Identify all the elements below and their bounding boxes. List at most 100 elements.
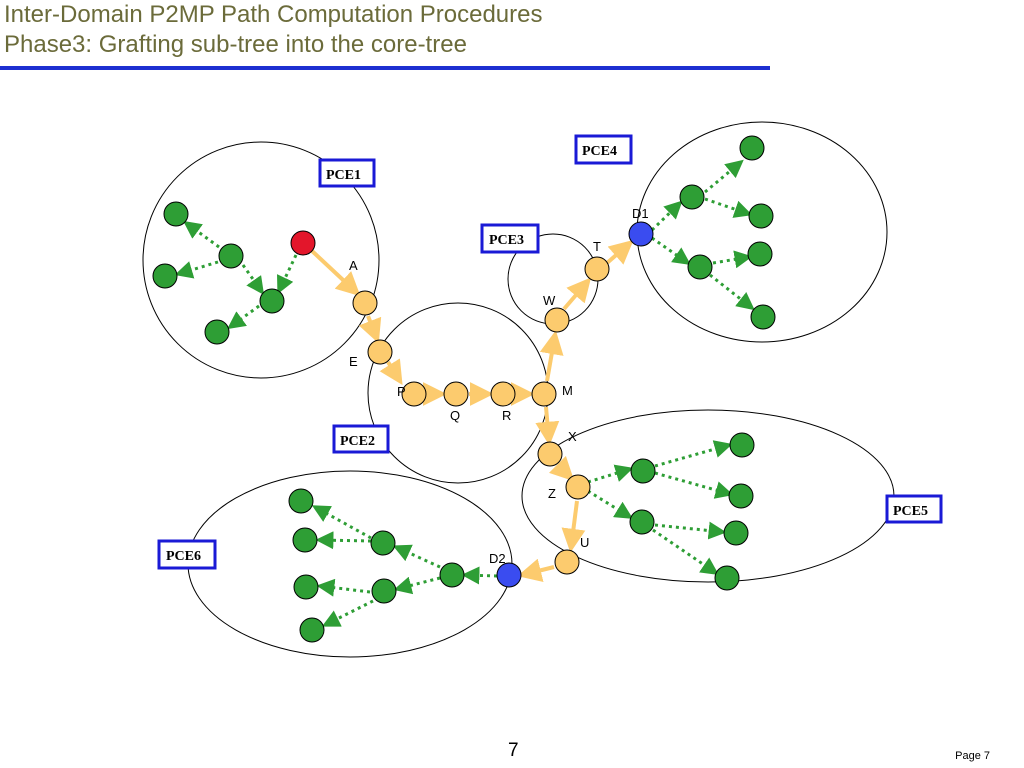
node-m [531, 381, 557, 407]
leaf-node [293, 574, 319, 600]
edge-pce1-5 [227, 304, 260, 330]
slide-title-line1: Inter-Domain P2MP Path Computation Proce… [4, 1, 543, 28]
node-e [367, 339, 393, 365]
pce5-label: PCE5 [893, 504, 928, 519]
node-w [544, 307, 570, 333]
edge-t-d1 [605, 239, 634, 265]
edge-pce4-5 [712, 250, 753, 269]
leaf-nodes [152, 135, 776, 643]
node-z [565, 474, 591, 500]
edge-pce4-1 [704, 159, 744, 194]
leaf-node [748, 203, 774, 229]
leaf-node [687, 254, 713, 280]
edge-pce1-3 [277, 254, 298, 295]
edge-pce6-1 [461, 566, 498, 585]
slide-title-line2: Phase3: Grafting sub-tree into the core-… [4, 31, 467, 58]
leaf-node [750, 304, 776, 330]
node-x [537, 441, 563, 467]
page-label: Page 7 [955, 750, 990, 762]
pce4-box: PCE4 [574, 134, 633, 165]
edge-pce5-2 [587, 489, 634, 519]
domain-pce6-boundary [187, 470, 513, 658]
pce1-box: PCE1 [318, 158, 376, 188]
node-d1 [628, 221, 654, 247]
edge-pce4-4 [650, 200, 683, 232]
label-z: Z [548, 486, 556, 501]
edge-pce1-1 [183, 220, 220, 249]
leaf-node [723, 520, 749, 546]
edge-pce5-3 [654, 440, 733, 468]
edge-pce6-4 [311, 505, 372, 540]
pce5-box: PCE5 [885, 494, 943, 524]
pce3-label: PCE3 [489, 233, 524, 248]
edge-pce5-5 [654, 521, 727, 540]
pce2-box: PCE2 [332, 424, 390, 454]
node-q [443, 381, 469, 407]
leaf-node [292, 527, 318, 553]
edge-pce6-5 [315, 531, 372, 550]
edge-m-w [539, 330, 564, 382]
label-r: R [502, 408, 511, 423]
edge-m-x [535, 406, 560, 446]
leaf-node [163, 201, 189, 227]
node-source [290, 230, 316, 256]
label-x: X [568, 429, 577, 444]
edge-pce6-3 [393, 576, 441, 595]
leaf-node [679, 184, 705, 210]
edge-pce6-2 [392, 544, 441, 569]
edge-e-p [379, 358, 403, 386]
edge-pce5-4 [654, 471, 734, 499]
label-q: Q [450, 408, 460, 423]
node-d2 [496, 562, 522, 588]
node-t [584, 256, 610, 282]
label-e: E [349, 354, 358, 369]
edge-u-d2 [517, 558, 555, 582]
edge-source-a [309, 248, 361, 297]
leaf-node [370, 530, 396, 556]
label-p: P [397, 384, 406, 399]
label-w: W [543, 293, 556, 308]
core-tree-edges [309, 239, 634, 582]
leaf-node [714, 565, 740, 591]
edge-pce5-1 [587, 464, 634, 484]
pce2-label: PCE2 [340, 434, 375, 449]
leaf-node [299, 617, 325, 643]
leaf-node [218, 243, 244, 269]
leaf-node [288, 488, 314, 514]
leaf-node [371, 578, 397, 604]
leaf-node [259, 288, 285, 314]
node-p [401, 381, 427, 407]
domain-pce1-boundary [142, 141, 380, 379]
sub-tree-edges [174, 159, 755, 627]
edge-pce1-4 [241, 264, 265, 295]
pce-labels: PCE1 PCE2 PCE3 PCE4 PCE5 PCE6 [157, 134, 943, 570]
edge-z-u [561, 500, 586, 553]
edge-pce6-6 [316, 578, 371, 597]
label-d2: D2 [489, 551, 506, 566]
leaf-node [728, 483, 754, 509]
leaf-node [629, 509, 655, 535]
edge-pce5-6 [652, 528, 719, 576]
leaf-node [204, 319, 230, 345]
leaf-node [630, 458, 656, 484]
edge-pce4-3 [651, 236, 691, 266]
pce6-box: PCE6 [157, 539, 217, 570]
edge-w-t [562, 277, 592, 311]
pce6-label: PCE6 [166, 549, 201, 564]
leaf-node [152, 263, 178, 289]
slide-title: Inter-Domain P2MP Path Computation Proce… [4, 0, 543, 60]
leaf-node [729, 432, 755, 458]
pce1-label: PCE1 [326, 168, 361, 183]
node-a [352, 290, 378, 316]
edge-a-e [358, 315, 382, 344]
edge-x-z [548, 455, 575, 482]
label-a: A [349, 258, 358, 273]
edge-pce4-6 [709, 273, 755, 311]
pce3-box: PCE3 [480, 223, 540, 254]
label-u: U [580, 535, 589, 550]
label-m: M [562, 383, 573, 398]
label-d1: D1 [632, 206, 649, 221]
slide-number: 7 [508, 740, 519, 761]
node-u [554, 549, 580, 575]
